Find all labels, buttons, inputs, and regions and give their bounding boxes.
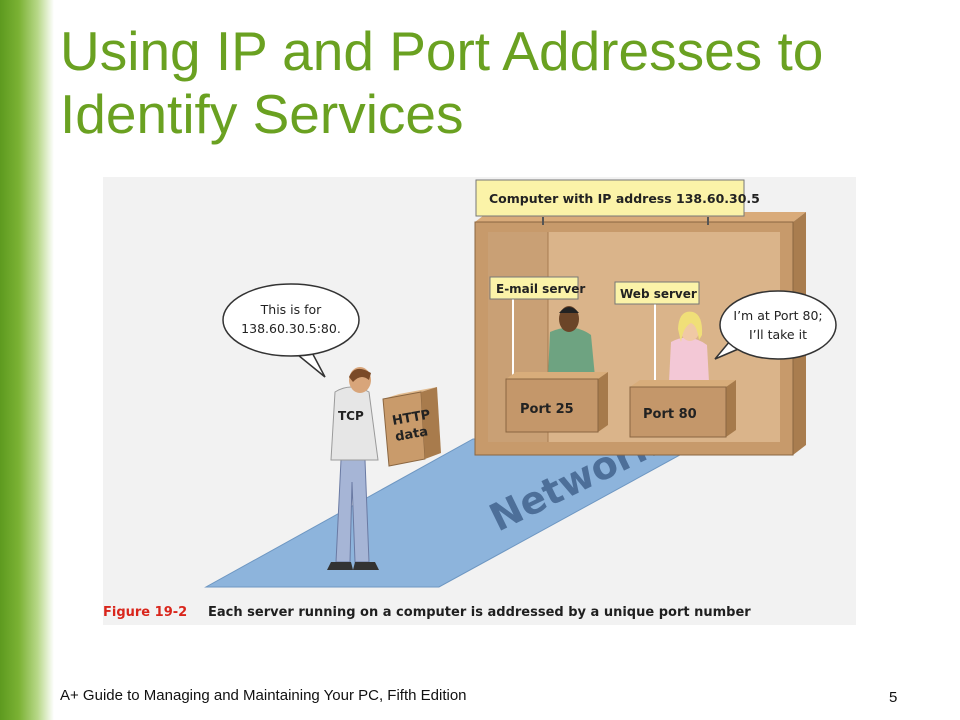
port25-box-top: [506, 372, 608, 379]
left-bubble-joint: [295, 343, 311, 353]
port80-box-side: [726, 380, 736, 437]
port80-box-top: [630, 380, 736, 387]
parcel-top: [383, 387, 437, 399]
left-bubble-line1: This is for: [260, 302, 323, 317]
computer-sign-text: Computer with IP address 138.60.30.5: [489, 191, 760, 206]
email-server-sign: [489, 276, 579, 300]
left-bubble-line2: 138.60.30.5:80.: [241, 321, 341, 336]
right-bubble-joint: [731, 335, 745, 343]
left-speech-bubble: [222, 283, 360, 357]
web-server-person: [669, 311, 709, 382]
page-number: 5: [889, 689, 898, 706]
right-bubble-line1: I’m at Port 80;: [733, 308, 822, 323]
email-server-sign-text: E-mail server: [496, 282, 585, 296]
figure-label: Figure 19-2: [103, 605, 188, 620]
port80-label: Port 80: [643, 407, 697, 422]
network-diagram: Network Computer with IP address 138.60.…: [204, 179, 837, 588]
web-server-sign-text: Web server: [620, 287, 697, 301]
port80-box: [629, 386, 727, 438]
right-speech-bubble: [719, 290, 837, 360]
parcel-line1: HTTP: [391, 407, 431, 428]
footer-text: A+ Guide to Managing and Maintaining You…: [60, 687, 467, 704]
parcel-line2: data: [394, 424, 429, 445]
slide-title: Using IP and Port Addresses to Identify …: [60, 20, 824, 145]
tcp-courier-person: [327, 367, 379, 570]
port25-label: Port 25: [520, 402, 574, 417]
email-server-person: [548, 306, 595, 377]
computer-sign: [475, 179, 745, 217]
tcp-shirt-label: TCP: [338, 409, 364, 423]
right-bubble-line2: I’ll take it: [749, 327, 807, 342]
port25-box: [505, 378, 599, 433]
parcel-side: [421, 387, 441, 459]
port25-box-side: [598, 372, 608, 432]
web-server-sign: [614, 281, 700, 305]
figure-caption-text: Each server running on a computer is add…: [208, 605, 751, 620]
green-side-bar: [0, 0, 54, 720]
network-figure: Network Computer with IP address 138.60.…: [103, 177, 856, 625]
